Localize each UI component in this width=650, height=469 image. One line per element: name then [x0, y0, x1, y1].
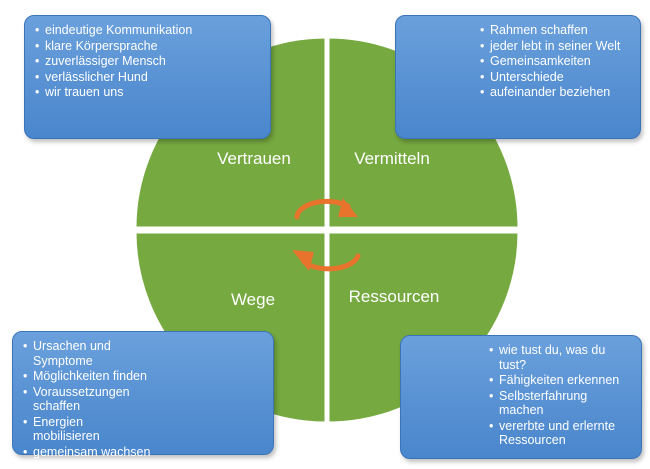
arrowheads — [292, 198, 358, 271]
list-item: Rahmen schaffen — [480, 23, 632, 38]
list-item: vererbte und erlernte Ressourcen — [489, 419, 633, 448]
list-item: klare Körpersprache — [35, 39, 262, 54]
list-item: gemeinsam wachsen — [23, 445, 153, 460]
list-item: Fähigkeiten erkennen — [489, 373, 633, 388]
list-item: verlässlicher Hund — [35, 70, 262, 85]
info-box-wege: Ursachen und Symptome Möglichkeiten find… — [12, 331, 274, 459]
quadrant-label-wege: Wege — [231, 290, 275, 309]
info-box-vertrauen: eindeutige Kommunikation klare Körperspr… — [24, 15, 271, 139]
list-item: jeder lebt in seiner Welt — [480, 39, 632, 54]
list-item: Ursachen und Symptome — [23, 339, 153, 368]
list-item: aufeinander beziehen — [480, 85, 632, 100]
list-item: Voraussetzungen schaffen — [23, 385, 153, 414]
list-item: eindeutige Kommunikation — [35, 23, 262, 38]
list-item: wie tust du, was du tust? — [489, 343, 633, 372]
list-item: zuverlässiger Mensch — [35, 54, 262, 69]
quadrant-label-ressourcen: Ressourcen — [349, 287, 440, 306]
list-item: Unterschiede — [480, 70, 632, 85]
quadrant-label-vertrauen: Vertrauen — [217, 149, 291, 168]
list-item: Gemeinsamkeiten — [480, 54, 632, 69]
info-box-vermitteln: Rahmen schaffen jeder lebt in seiner Wel… — [395, 15, 641, 139]
quadrant-label-vermitteln: Vermitteln — [354, 149, 430, 168]
list-item: Möglichkeiten finden — [23, 369, 153, 384]
list-item: Energien mobilisieren — [23, 415, 153, 444]
list-item: Selbsterfahrung machen — [489, 389, 633, 418]
info-box-ressourcen: wie tust du, was du tust? Fähigkeiten er… — [400, 335, 642, 459]
list-item: wir trauen uns — [35, 85, 262, 100]
